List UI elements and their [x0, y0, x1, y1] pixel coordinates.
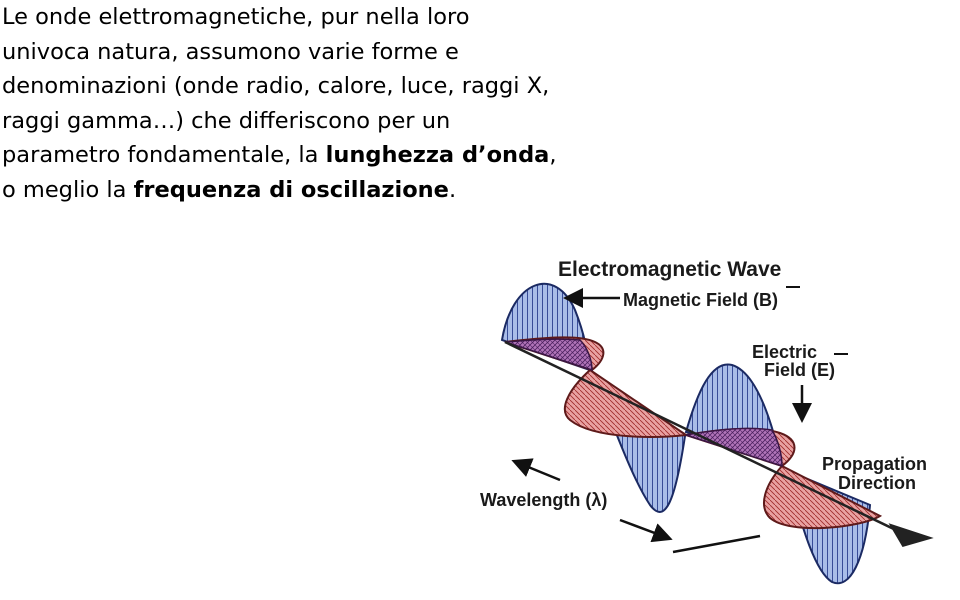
em-wave-diagram: Electromagnetic Wave Magnetic Field (B) … [480, 258, 934, 585]
wavelength-label: Wavelength (λ) [480, 490, 607, 510]
wavelength-arrow-right [619, 518, 673, 543]
wavelength-arrow-left [511, 458, 561, 482]
wavelength-guide-line [672, 534, 761, 554]
slide-paragraph: Le onde elettromagnetiche, pur nella lor… [2, 0, 562, 208]
propagation-axis [504, 340, 901, 534]
bold-wavelength: lunghezza d’onda [325, 142, 550, 169]
propagation-arrowhead [888, 523, 934, 547]
magnetic-field-label: Magnetic Field (B) [623, 290, 778, 310]
overlap-region-1 [504, 338, 593, 372]
electric-field-label-line1: Electric [752, 342, 817, 362]
overlap-region-2 [685, 427, 783, 468]
text-part-3: . [448, 176, 457, 203]
propagation-label-line2: Direction [838, 473, 916, 493]
propagation-label-line1: Propagation [822, 454, 927, 474]
bold-frequency: frequenza di oscillazione [133, 176, 449, 203]
electric-field-label-line2: Field (E) [764, 360, 835, 380]
diagram-title: Electromagnetic Wave [558, 258, 781, 281]
text-part-1: Le onde elettromagnetiche, pur nella lor… [2, 4, 550, 169]
text-part-2: , o meglio la [2, 142, 557, 203]
